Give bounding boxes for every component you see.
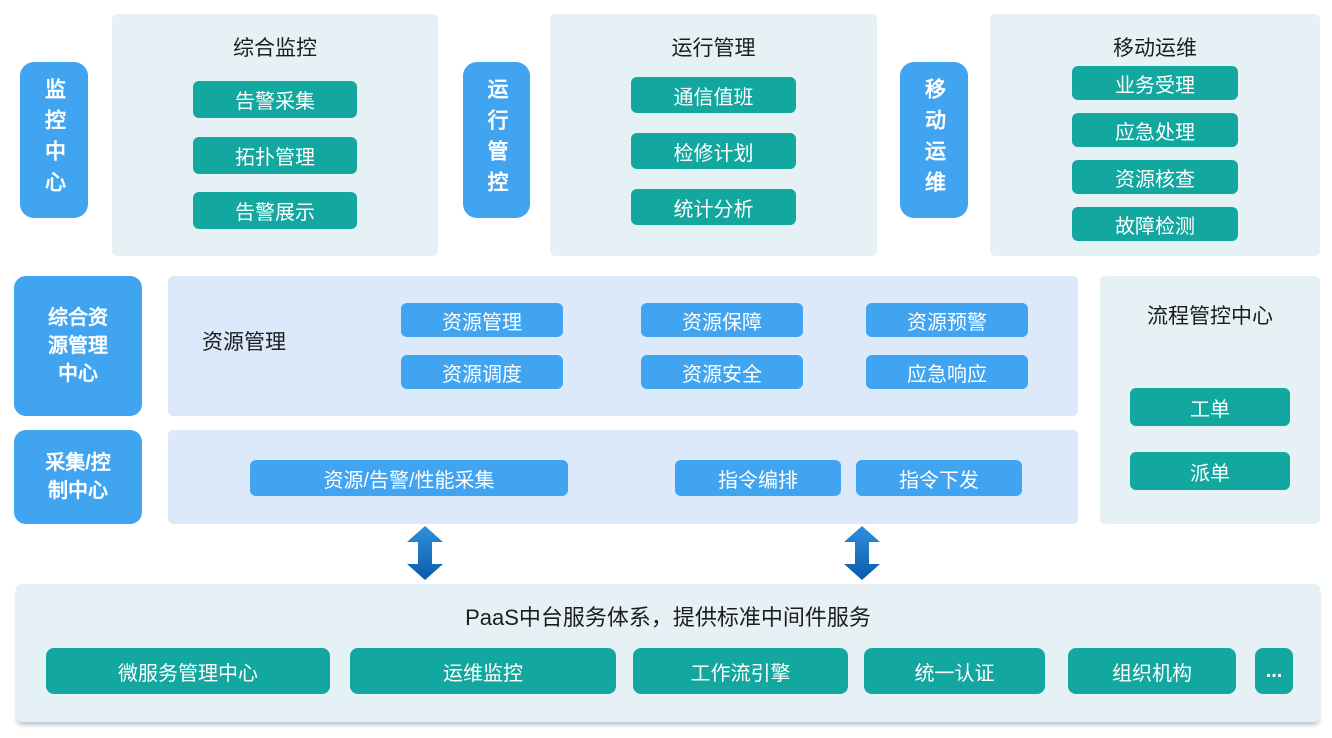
chip-resource-verification[interactable]: 资源核查 [1072, 160, 1238, 194]
chip-resource-warning[interactable]: 资源预警 [866, 303, 1028, 337]
double-vertical-arrow-icon [407, 526, 443, 580]
side-box-collection-line1: 采集/控 [45, 452, 111, 474]
panel-resource-management: 资源管理 资源管理 资源保障 资源预警 资源调度 资源安全 应急响应 [168, 276, 1078, 416]
chip-communication-duty[interactable]: 通信值班 [631, 77, 796, 113]
chip-unified-authentication[interactable]: 统一认证 [864, 648, 1045, 694]
double-vertical-arrow-icon [844, 526, 880, 580]
chip-fault-detection[interactable]: 故障检测 [1072, 207, 1238, 241]
chip-resource-scheduling[interactable]: 资源调度 [401, 355, 563, 389]
chip-ops-monitoring[interactable]: 运维监控 [350, 648, 616, 694]
panel-resource-management-label: 资源管理 [202, 331, 286, 354]
panel-collection-control: 资源/告警/性能采集 指令编排 指令下发 [168, 430, 1078, 524]
chip-alarm-collection[interactable]: 告警采集 [193, 81, 357, 118]
chip-resource-security[interactable]: 资源安全 [641, 355, 803, 389]
chip-resource-alarm-performance-collection[interactable]: 资源/告警/性能采集 [250, 460, 568, 496]
panel-mobile-ops-title: 移动运维 [1113, 37, 1197, 60]
chip-organization-structure[interactable]: 组织机构 [1068, 648, 1236, 694]
panel-mobile-ops: 移动运维 业务受理 应急处理 资源核查 故障检测 [990, 14, 1320, 256]
panel-operation-management-title: 运行管理 [671, 37, 756, 60]
side-box-resource-line3: 中心 [58, 363, 98, 385]
side-label-monitoring-center-text: 监控中心 [42, 78, 66, 202]
chip-command-dispatch[interactable]: 指令下发 [856, 460, 1022, 496]
panel-process-control-center-title: 流程管控中心 [1147, 305, 1273, 328]
chip-resource-management[interactable]: 资源管理 [401, 303, 563, 337]
panel-comprehensive-monitoring-title: 综合监控 [233, 37, 317, 60]
panel-operation-management: 运行管理 通信值班 检修计划 统计分析 [550, 14, 877, 256]
chip-business-acceptance[interactable]: 业务受理 [1072, 66, 1238, 100]
chip-work-order[interactable]: 工单 [1130, 388, 1290, 426]
panel-comprehensive-monitoring: 综合监控 告警采集 拓扑管理 告警展示 [112, 14, 438, 256]
chip-emergency-response[interactable]: 应急响应 [866, 355, 1028, 389]
chip-resource-guarantee[interactable]: 资源保障 [641, 303, 803, 337]
side-label-operation-control-text: 运行管控 [485, 78, 508, 202]
chip-microservice-management-center[interactable]: 微服务管理中心 [46, 648, 330, 694]
side-box-collection-line2: 制中心 [48, 480, 108, 502]
side-label-monitoring-center: 监控中心 [20, 62, 88, 218]
side-box-resource-line1: 综合资 [48, 307, 108, 329]
chip-dispatch-order[interactable]: 派单 [1130, 452, 1290, 490]
chip-emergency-handling[interactable]: 应急处理 [1072, 113, 1238, 147]
panel-process-control-center: 流程管控中心 工单 派单 [1100, 276, 1320, 524]
chip-more-ellipsis[interactable]: ... [1255, 648, 1293, 694]
chip-statistical-analysis[interactable]: 统计分析 [631, 189, 796, 225]
side-label-operation-control: 运行管控 [463, 62, 530, 218]
panel-paas-platform: PaaS中台服务体系，提供标准中间件服务 微服务管理中心 运维监控 工作流引擎 … [16, 584, 1320, 722]
side-box-resource-management-center: 综合资 源管理 中心 [14, 276, 142, 416]
chip-maintenance-plan[interactable]: 检修计划 [631, 133, 796, 169]
side-label-mobile-ops-text: 移动运维 [922, 78, 946, 202]
chip-alarm-display[interactable]: 告警展示 [193, 192, 357, 229]
chip-command-orchestration[interactable]: 指令编排 [675, 460, 841, 496]
chip-workflow-engine[interactable]: 工作流引擎 [633, 648, 848, 694]
side-box-collection-control-center: 采集/控 制中心 [14, 430, 142, 524]
chip-topology-management[interactable]: 拓扑管理 [193, 137, 357, 174]
side-label-mobile-ops: 移动运维 [900, 62, 968, 218]
side-box-resource-line2: 源管理 [48, 335, 108, 357]
panel-paas-platform-title: PaaS中台服务体系，提供标准中间件服务 [465, 605, 871, 630]
